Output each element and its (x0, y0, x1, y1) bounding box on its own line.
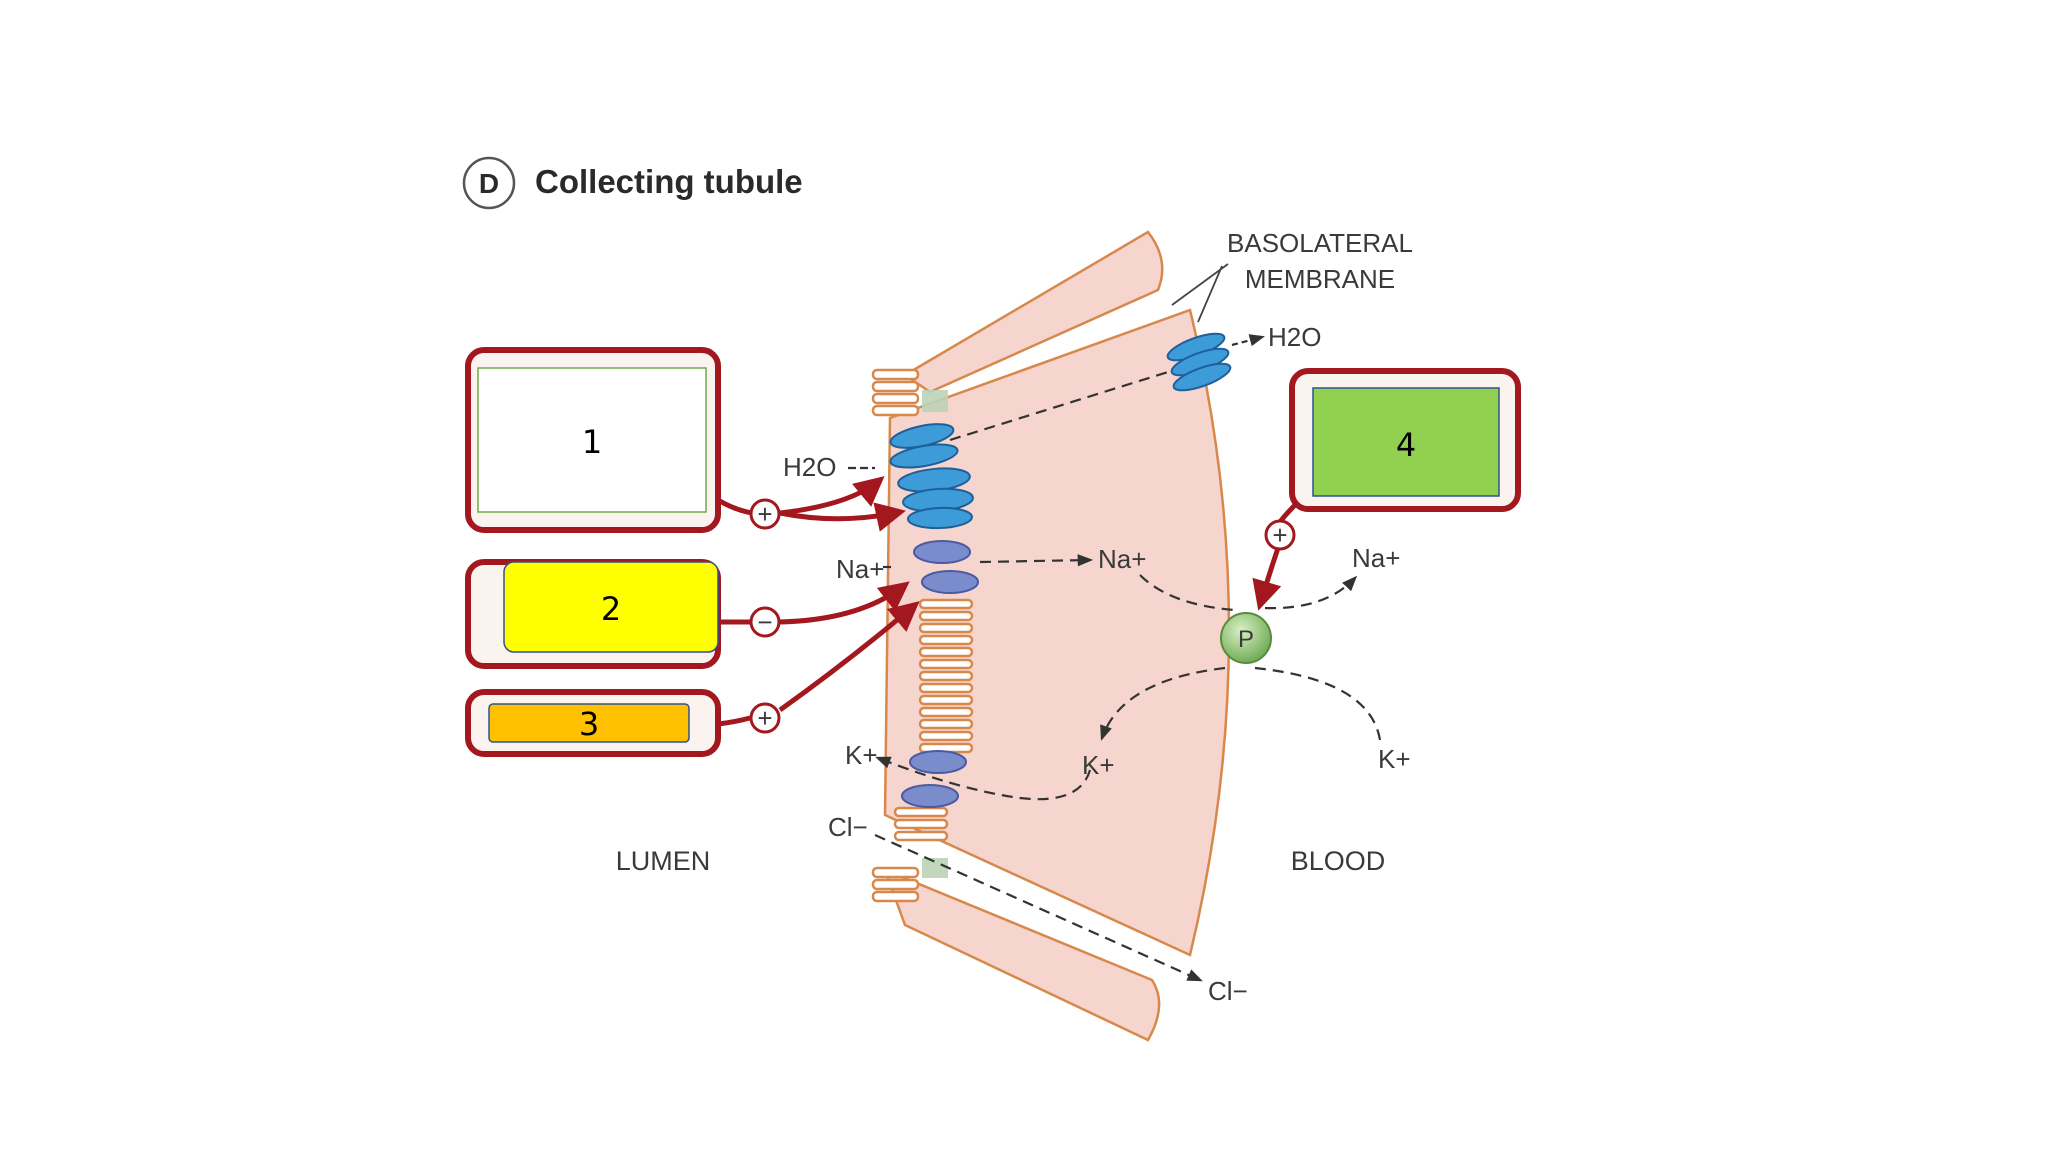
diagram-header: D Collecting tubule (462, 156, 803, 210)
apical-microvilli (871, 368, 974, 903)
basolateral-membrane-callout: BASOLATERAL MEMBRANE (1171, 228, 1413, 323)
upper-cell (902, 230, 1164, 394)
k-cell-label: K+ (1082, 750, 1115, 780)
box3-fill (488, 703, 690, 743)
box2-fill (503, 561, 719, 653)
k-blood-label: K+ (1378, 744, 1411, 774)
box2-sign: − (757, 607, 772, 637)
panel-letter: D (479, 168, 499, 199)
box3-sign: + (757, 703, 772, 733)
k-cell-to-lumen-path (875, 756, 1092, 801)
panel-letter-circle (462, 156, 516, 210)
tight-junction-upper (922, 390, 948, 412)
box4-arrow (1252, 547, 1282, 611)
box1-fill (477, 367, 707, 513)
diagram-title: Collecting tubule (535, 163, 803, 200)
box4-number: 4 (1396, 426, 1416, 464)
ion-labels: H2O H2O Na+ Na+ Na+ K+ K+ K+ Cl− Cl− (783, 322, 1411, 1006)
na-blood-label: Na+ (1352, 543, 1400, 573)
membrane-label-line2: MEMBRANE (1245, 264, 1395, 294)
box4-sign: + (1272, 520, 1287, 550)
h2o-basolateral-label: H2O (1268, 322, 1321, 352)
box3-arrow (778, 601, 920, 713)
box2-sign-circle (749, 606, 781, 638)
potassium-channels (901, 750, 967, 808)
box4-fill (1312, 387, 1500, 497)
label-box-1: 1 (465, 347, 721, 533)
basolateral-aquaporins (1166, 332, 1232, 392)
box3-connector (717, 715, 751, 727)
tight-junction-lower (922, 858, 948, 878)
epithelium (882, 230, 1231, 1042)
na-lumen-label: Na+ (836, 554, 884, 584)
sodium-channels (913, 540, 979, 594)
box1-connector (716, 497, 753, 516)
box1-sign: + (757, 499, 772, 529)
membrane-pointer-b (1197, 265, 1223, 323)
label-box-2: 2 (465, 559, 721, 669)
membrane-pointer-a (1171, 263, 1229, 306)
pump-circle (1220, 612, 1272, 664)
box1-sign-circle (749, 498, 781, 530)
cl-paracellular-path (874, 833, 1203, 982)
box3-sign-circle (749, 702, 781, 734)
box4-sign-circle (1264, 519, 1296, 551)
apical-aquaporins (889, 423, 974, 530)
h2o-apical-label: H2O (783, 452, 836, 482)
cl-lumen-label: Cl− (828, 812, 868, 842)
regulation-signs: + − + + (749, 498, 1296, 734)
pump-label: P (1238, 626, 1254, 653)
label-box-3: 3 (465, 689, 721, 757)
label-box-4: 4 (1289, 368, 1521, 512)
box3-number: 3 (579, 705, 599, 743)
k-lumen-label: K+ (845, 740, 878, 770)
box1-number: 1 (582, 423, 602, 461)
membrane-label-line1: BASOLATERAL (1227, 228, 1413, 258)
box1-arrow-a (779, 476, 885, 516)
k-blood-to-pump-path (1254, 666, 1382, 741)
transport-paths (848, 334, 1382, 982)
k-pump-to-cell-path (1100, 666, 1226, 741)
box2-number: 2 (601, 590, 621, 628)
h2o-basolateral-arrow (1231, 334, 1265, 347)
lumen-label: LUMEN (616, 846, 711, 876)
na-pump-to-blood-path (1264, 575, 1358, 610)
h2o-path (949, 370, 1169, 442)
box2-arrow (779, 581, 910, 625)
cl-blood-label: Cl− (1208, 976, 1248, 1006)
na-cell-label: Na+ (1098, 544, 1146, 574)
na-apical-path (979, 554, 1094, 567)
lower-cell (882, 867, 1161, 1042)
na-k-pump: P (1220, 612, 1272, 664)
blood-label: BLOOD (1291, 846, 1386, 876)
box1-arrow-b (779, 502, 906, 532)
na-cell-to-pump-path (1139, 574, 1236, 612)
